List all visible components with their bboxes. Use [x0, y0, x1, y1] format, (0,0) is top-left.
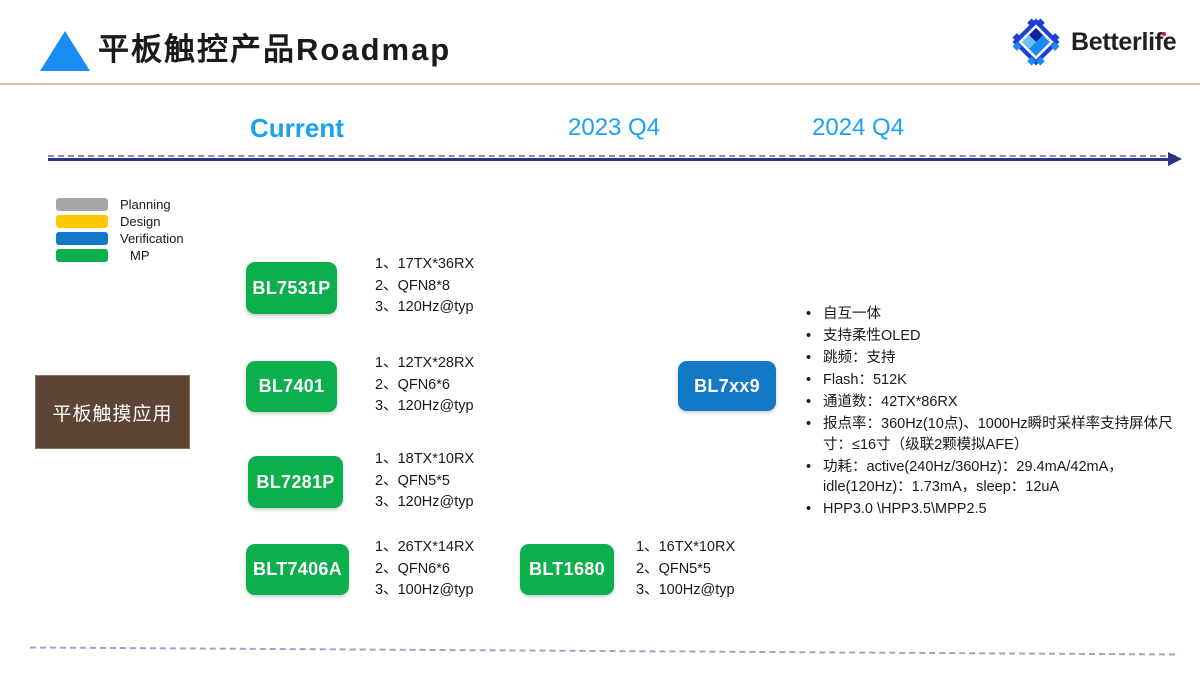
footer-divider [30, 646, 1175, 656]
feature-text: 跳频：支持 [823, 350, 896, 366]
feature-text: 功耗：active(240Hz/360Hz)：29.4mA/42mA，idle(… [823, 458, 1123, 496]
legend: Planning Design Verification MP [56, 196, 184, 264]
feature-text: HPP3.0 \HPP3.5\MPP2.5 [823, 501, 987, 517]
legend-item-planning: Planning [56, 196, 184, 213]
arrow-right-icon [1168, 152, 1182, 166]
diamond-logo-icon [1012, 18, 1060, 66]
brand-logo: Betterlife [1010, 16, 1177, 68]
feature-list-item: • 功耗：active(240Hz/360Hz)：29.4mA/42mA，idl… [806, 457, 1198, 498]
feature-list-item: • 通道数：42TX*86RX [806, 392, 1198, 413]
product-chip-bl7401[interactable]: BL7401 [246, 361, 337, 412]
bullet-icon: • [806, 328, 812, 344]
feature-list: • 自互一体 • 支持柔性OLED • 跳频：支持 • Flash：512K •… [806, 304, 1198, 521]
page-header: 平板触控产品Roadmap [0, 0, 1200, 84]
product-specs-bl7531p: 1、17TX*36RX 2、QFN8*8 3、120Hz@typ [375, 254, 474, 319]
product-chip-bl7531p[interactable]: BL7531P [246, 262, 337, 314]
timeline-milestone-2024q4: 2024 Q4 [812, 114, 905, 141]
feature-list-item: • Flash：512K [806, 370, 1198, 391]
timeline-milestone-current: Current [250, 113, 344, 143]
feature-text: 通道数：42TX*86RX [823, 394, 958, 410]
bullet-icon: • [806, 372, 812, 388]
spec-line: 1、16TX*10RX [636, 539, 736, 555]
feature-text: 报点率：360Hz(10点)、1000Hz瞬时采样率支持屏体尺寸：≤16寸（级联… [823, 416, 1173, 453]
spec-line: 3、120Hz@typ [375, 398, 474, 414]
logo-accent-dot [1162, 31, 1167, 36]
bullet-icon: • [806, 501, 812, 517]
bullet-icon: • [806, 416, 812, 432]
product-chip-blt1680[interactable]: BLT1680 [520, 544, 614, 595]
timeline-axis [48, 158, 1174, 161]
brand-name: Betterlife [1071, 27, 1177, 57]
feature-list-item: • HPP3.0 \HPP3.5\MPP2.5 [806, 499, 1198, 520]
legend-label-mp: MP [130, 248, 150, 263]
timeline-milestone-2023q4: 2023 Q4 [568, 114, 661, 141]
legend-swatch-mp [56, 249, 108, 262]
spec-line: 2、QFN5*5 [375, 472, 450, 489]
product-specs-blt7406a: 1、26TX*14RX 2、QFN6*6 3、100Hz@typ [375, 537, 474, 602]
bullet-icon: • [806, 394, 812, 410]
feature-text: Flash：512K [823, 372, 907, 388]
feature-list-item: • 自互一体 [806, 304, 1198, 325]
legend-item-verification: Verification [56, 230, 184, 247]
spec-line: 2、QFN6*6 [375, 376, 450, 393]
spec-line: 1、12TX*28RX [375, 355, 475, 371]
feature-list-item: • 跳频：支持 [806, 348, 1198, 369]
product-chip-bl7281p[interactable]: BL7281P [248, 456, 343, 508]
spec-line: 1、17TX*36RX [375, 256, 475, 272]
legend-swatch-design [56, 215, 108, 228]
legend-item-mp: MP [56, 247, 184, 264]
product-specs-blt1680: 1、16TX*10RX 2、QFN5*5 3、100Hz@typ [636, 537, 735, 602]
spec-line: 2、QFN5*5 [636, 560, 711, 577]
bullet-icon: • [806, 306, 812, 322]
feature-text: 支持柔性OLED [823, 328, 921, 344]
legend-label-verification: Verification [120, 231, 184, 246]
legend-swatch-verification [56, 232, 108, 245]
application-category-box: 平板触摸应用 [35, 375, 190, 449]
feature-text: 自互一体 [823, 306, 881, 322]
triangle-up-icon [40, 31, 90, 71]
product-chip-bl7xx9[interactable]: BL7xx9 [678, 361, 776, 411]
legend-label-planning: Planning [120, 197, 171, 212]
legend-item-design: Design [56, 213, 184, 230]
legend-swatch-planning [56, 198, 108, 211]
timeline-dashed-line [48, 155, 1176, 157]
product-chip-blt7406a[interactable]: BLT7406A [246, 544, 349, 595]
feature-list-item: • 支持柔性OLED [806, 326, 1198, 347]
bullet-icon: • [806, 350, 812, 366]
header-divider [0, 83, 1200, 85]
spec-line: 1、26TX*14RX [375, 539, 475, 555]
page-title: 平板触控产品Roadmap [98, 32, 452, 67]
spec-line: 2、QFN6*6 [375, 560, 450, 577]
spec-line: 3、100Hz@typ [636, 582, 735, 598]
legend-label-design: Design [120, 214, 161, 229]
spec-line: 3、120Hz@typ [375, 299, 474, 315]
spec-line: 1、18TX*10RX [375, 451, 475, 467]
product-specs-bl7281p: 1、18TX*10RX 2、QFN5*5 3、120Hz@typ [375, 449, 474, 514]
spec-line: 3、120Hz@typ [375, 494, 474, 510]
spec-line: 2、QFN8*8 [375, 277, 450, 294]
product-specs-bl7401: 1、12TX*28RX 2、QFN6*6 3、120Hz@typ [375, 353, 474, 418]
bullet-icon: • [806, 458, 812, 475]
brand-name-text: Betterlife [1071, 27, 1177, 56]
spec-line: 3、100Hz@typ [375, 582, 474, 598]
feature-list-item: • 报点率：360Hz(10点)、1000Hz瞬时采样率支持屏体尺寸：≤16寸（… [806, 414, 1198, 455]
